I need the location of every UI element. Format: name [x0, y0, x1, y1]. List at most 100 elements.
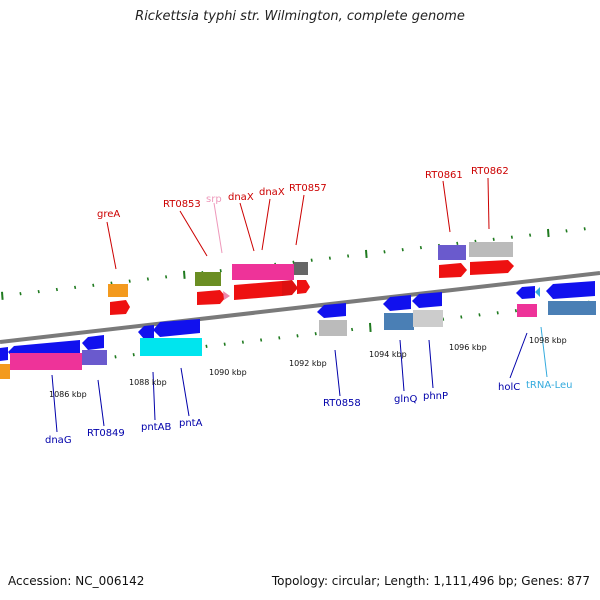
gene-feature-greA-cds[interactable] [108, 284, 128, 297]
gene-feature-RT0849[interactable] [82, 335, 104, 350]
gene-feature-edge-right-cds[interactable] [548, 301, 596, 315]
gene-feature-pnt-cds[interactable] [140, 338, 202, 356]
leader-holC [509, 332, 528, 379]
tick-mark [351, 327, 354, 332]
leader-pntA [180, 367, 190, 417]
gene-feature-srp-cds[interactable] [195, 272, 221, 286]
gene-feature-RT0858-cds[interactable] [319, 320, 347, 336]
gene-label-RT0849[interactable]: RT0849 [87, 428, 125, 439]
ruler-label-1090: 1090 kbp [209, 368, 247, 377]
gene-label-srp[interactable]: srp [206, 194, 222, 205]
leader-dnaG [51, 374, 58, 433]
gene-feature-greA[interactable] [110, 300, 130, 315]
accession-label: Accession: NC_006142 [8, 574, 145, 588]
gene-label-pntA[interactable]: pntA [179, 418, 203, 429]
gene-feature-pntAB[interactable] [138, 325, 154, 339]
tick-mark [223, 342, 226, 346]
gene-label-dnaX[interactable]: dnaX [228, 192, 254, 203]
leader-RT0857 [295, 194, 305, 246]
leader-RT0861 [442, 180, 451, 233]
gene-feature-dnaX-cds[interactable] [232, 264, 294, 280]
gene-feature-srp[interactable] [223, 291, 230, 300]
gene-feature-RT0849-cds[interactable] [82, 350, 107, 365]
tick-mark [132, 353, 135, 357]
gene-feature-glnQ-cds[interactable] [384, 313, 414, 330]
leader-RT0853 [179, 210, 208, 257]
gene-feature-RT0853[interactable] [197, 290, 226, 305]
gene-feature-edge-left[interactable] [0, 347, 8, 361]
genome-backbone [0, 271, 600, 344]
ruler-label-1086: 1086 kbp [49, 390, 87, 399]
gene-feature-edge-left-cds[interactable] [0, 364, 10, 379]
leader-dnaX-1 [239, 202, 255, 252]
gene-label-dnaX-2[interactable]: dnaX [259, 187, 285, 198]
gene-feature-holC-cds[interactable] [517, 304, 537, 317]
tick-mark [510, 235, 513, 239]
tick-mark [383, 250, 386, 254]
tick-mark [492, 237, 495, 241]
tick-mark [146, 277, 149, 281]
gene-feature-tRNA-Leu[interactable] [535, 287, 540, 297]
leader-RT0849 [97, 379, 105, 427]
tick-mark [328, 256, 331, 260]
gene-feature-phnP[interactable] [412, 292, 442, 308]
tick-mark [292, 260, 295, 264]
ruler-labels: 1086 kbp 1088 kbp 1090 kbp 1092 kbp 1094… [49, 336, 567, 399]
gene-label-RT0858[interactable]: RT0858 [323, 398, 361, 409]
gene-label-RT0853[interactable]: RT0853 [163, 199, 201, 210]
gene-feature-RT0857[interactable] [297, 280, 310, 294]
gene-label-RT0861[interactable]: RT0861 [425, 170, 463, 181]
gene-label-dnaG[interactable]: dnaG [45, 435, 72, 446]
tick-mark [496, 311, 499, 315]
tick-mark [401, 248, 404, 252]
gene-label-RT0862[interactable]: RT0862 [471, 166, 509, 177]
tick-mark [114, 355, 117, 359]
gene-feature-phnP-cds[interactable] [413, 310, 443, 327]
gene-feature-RT0862-cds[interactable] [469, 242, 513, 257]
gene-feature-dnaX-2[interactable] [282, 280, 298, 296]
leader-RT0862 [487, 177, 490, 230]
tick-mark [241, 340, 244, 344]
tick-mark [314, 332, 317, 336]
label-leaders [51, 177, 548, 433]
tick-mark [219, 269, 222, 273]
gene-label-greA[interactable]: greA [97, 209, 120, 220]
tick-mark [278, 336, 281, 340]
gene-label-phnP[interactable]: phnP [423, 391, 448, 402]
gene-feature-edge-right[interactable] [546, 281, 595, 299]
ruler-label-1096: 1096 kbp [449, 343, 487, 352]
gene-feature-RT0862[interactable] [470, 260, 514, 275]
gene-feature-dnaX[interactable] [234, 281, 290, 300]
gene-feature-RT0861-cds[interactable] [438, 245, 466, 260]
tick-mark [74, 285, 77, 290]
leader-srp [213, 202, 223, 254]
gene-label-glnQ[interactable]: glnQ [394, 394, 417, 405]
tick-mark [92, 283, 95, 287]
reverse-features [0, 281, 596, 379]
gene-feature-RT0858[interactable] [317, 303, 346, 318]
tick-mark [460, 315, 463, 319]
gene-feature-RT0857-cds[interactable] [294, 262, 308, 275]
ruler-label-1094: 1094 kbp [369, 350, 407, 359]
gene-feature-glnQ[interactable] [383, 295, 411, 311]
gene-feature-holC[interactable] [516, 286, 535, 299]
tick-mark [583, 227, 586, 231]
gene-label-holC[interactable]: holC [498, 382, 520, 393]
tick-mark [419, 245, 422, 250]
ruler-label-1098: 1098 kbp [529, 336, 567, 345]
leader-greA [106, 221, 117, 270]
gene-label-RT0857[interactable]: RT0857 [289, 183, 327, 194]
gene-feature-dnaG-cds[interactable] [10, 353, 82, 370]
tick-mark [478, 313, 481, 317]
tick-mark [296, 334, 299, 338]
gene-label-tRNA-Leu[interactable]: tRNA-Leu [526, 380, 572, 391]
tick-mark [183, 270, 186, 279]
tick-mark [565, 229, 568, 233]
tick-mark [369, 322, 372, 332]
gene-feature-RT0861[interactable] [439, 263, 467, 278]
tick-mark [55, 287, 58, 292]
gene-label-pntAB[interactable]: pntAB [141, 422, 171, 433]
gene-feature-pntA[interactable] [153, 319, 200, 337]
tick-mark [128, 279, 131, 283]
